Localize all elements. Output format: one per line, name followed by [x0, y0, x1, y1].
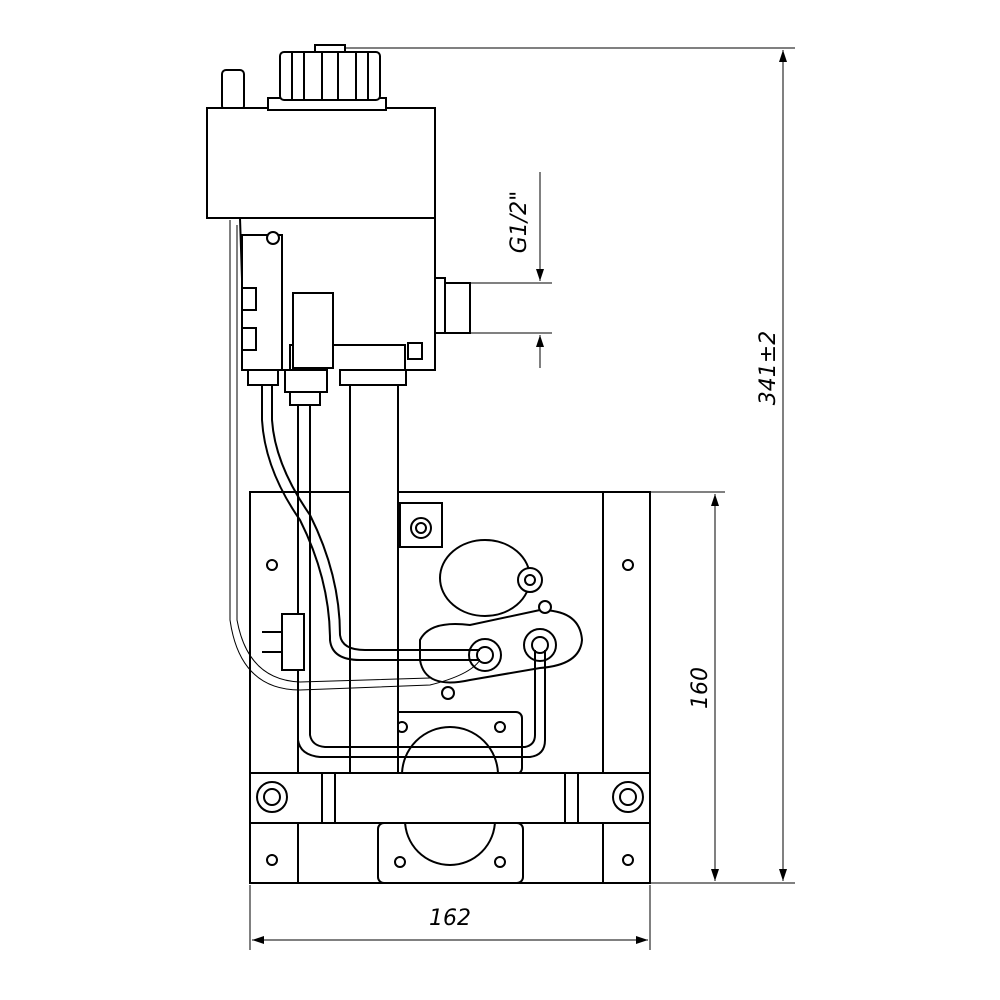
- dimension-plate-width: 162: [249, 885, 651, 950]
- pilot-pipes: [229, 220, 546, 758]
- control-knob: [267, 44, 387, 111]
- burner-assembly: [399, 502, 584, 700]
- gas-tube: [349, 384, 399, 774]
- plate-width-label: 162: [429, 906, 471, 931]
- bottom-flange: [377, 711, 524, 884]
- dimension-total-height: 341±2: [345, 47, 795, 884]
- crossbar: [249, 772, 651, 824]
- dimension-thread: G1/2": [470, 172, 552, 368]
- dimension-plate-height: 160: [650, 491, 725, 881]
- gas-valve: [206, 69, 471, 406]
- thread-label: G1/2": [507, 191, 532, 254]
- plate-height-label: 160: [688, 667, 713, 709]
- total-height-label: 341±2: [756, 331, 781, 405]
